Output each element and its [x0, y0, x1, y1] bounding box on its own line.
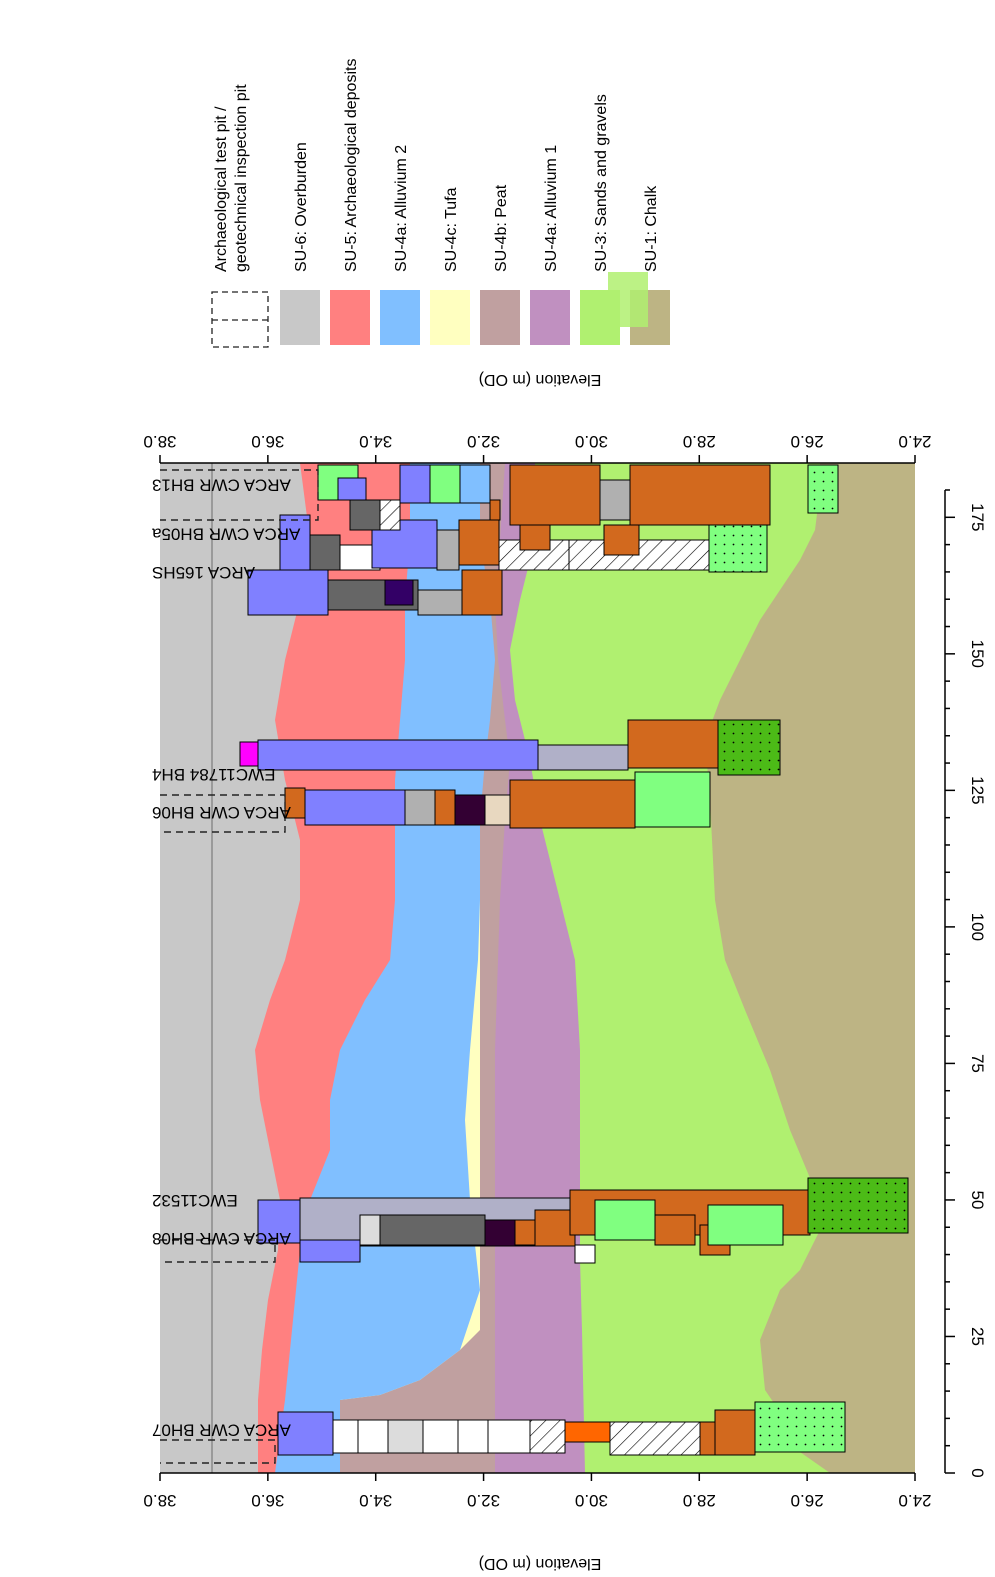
- elevation-label-right: 34.0: [359, 432, 392, 451]
- right-axis-title: Elevation (m OD): [479, 371, 602, 388]
- legend-swatch: [380, 290, 420, 345]
- chainage-label: 75: [968, 1054, 987, 1073]
- borehole-label: EWC11532: [152, 1191, 238, 1210]
- elevation-label-right: 38.0: [143, 432, 176, 451]
- elevation-label-right: 24.0: [898, 432, 931, 451]
- elevation-label-right: 26.0: [791, 432, 824, 451]
- legend-swatch: [330, 290, 370, 345]
- legend-swatch: [211, 291, 269, 348]
- legend-swatch: [530, 290, 570, 345]
- chainage-label: 150: [968, 640, 987, 668]
- axis-labels: 24.0 24.0 26.0 26.0 28.0 28.0 30.0 30.0 32.0 32.0…: [143, 432, 987, 1510]
- borehole-log-165hs-bh05a: [247, 514, 768, 616]
- legend-swatch: [280, 290, 320, 345]
- legend-label: Archaeological test pit /geotechnical in…: [213, 84, 250, 272]
- borehole-log-bh06-ewc11784: [239, 719, 781, 829]
- elevation-label-right: 28.0: [683, 432, 716, 451]
- chainage-label: 125: [968, 776, 987, 804]
- borehole-label: ARCA CWR BH13: [152, 476, 291, 495]
- legend-swatch: [608, 272, 670, 345]
- legend-label: SU-1: Chalk: [643, 185, 660, 272]
- legend-swatch: [480, 290, 520, 345]
- elevation-label-left: 26.0: [791, 1491, 824, 1510]
- legend-label: SU-6: Overburden: [293, 142, 310, 272]
- legend-swatch: [430, 290, 470, 345]
- legend: Archaeological test pit /geotechnical in…: [211, 59, 670, 348]
- elevation-label-left: 34.0: [359, 1491, 392, 1510]
- legend-label: SU-4a: Alluvium 1: [543, 145, 560, 272]
- chainage-label: 50: [968, 1190, 987, 1209]
- elevation-label-left: 24.0: [898, 1491, 931, 1510]
- elevation-label-right: 30.0: [575, 432, 608, 451]
- elevation-label-left: 32.0: [467, 1491, 500, 1510]
- elevation-label-left: 38.0: [143, 1491, 176, 1510]
- borehole-label: ARCA CWR BH06: [152, 803, 291, 822]
- legend-label: SU-5: Archaeological deposits: [343, 59, 360, 272]
- borehole-logs: [239, 464, 909, 1456]
- left-axis-title: Elevation (m OD): [479, 1555, 602, 1572]
- elevation-label-right: 36.0: [251, 432, 284, 451]
- axis-ticks: [159, 455, 955, 1481]
- chainage-label: 175: [968, 503, 987, 531]
- chainage-label: 25: [968, 1327, 987, 1346]
- borehole-label: ARCA 165HS: [152, 563, 255, 582]
- borehole-log-bh08-ewc11532: [257, 1177, 909, 1264]
- test-pits: [160, 469, 319, 1464]
- legend-label: SU-4c: Tufa: [443, 187, 460, 272]
- borehole-label: ARCA CWR BH07: [152, 1420, 291, 1439]
- elevation-label-left: 36.0: [251, 1491, 284, 1510]
- su1-chalk-band: [160, 463, 915, 1473]
- chainage-label: 0: [968, 1468, 987, 1477]
- borehole-log-bh07: [277, 1401, 846, 1456]
- elevation-label-left: 28.0: [683, 1491, 716, 1510]
- elevation-label-left: 30.0: [575, 1491, 608, 1510]
- elevation-label-right: 32.0: [467, 432, 500, 451]
- legend-label: SU-4a: Alluvium 2: [393, 145, 410, 272]
- borehole-label: EWC11784 BH4: [152, 765, 275, 784]
- borehole-label: ARCA CWR BH08: [152, 1229, 291, 1248]
- borehole-label: ARCA CWR BH05a: [151, 525, 300, 544]
- chainage-label: 100: [968, 913, 987, 941]
- borehole-log-bh13: [317, 464, 839, 531]
- legend-label: SU-3: Sands and gravels: [593, 94, 610, 272]
- legend-label: SU-4b: Peat: [493, 184, 510, 272]
